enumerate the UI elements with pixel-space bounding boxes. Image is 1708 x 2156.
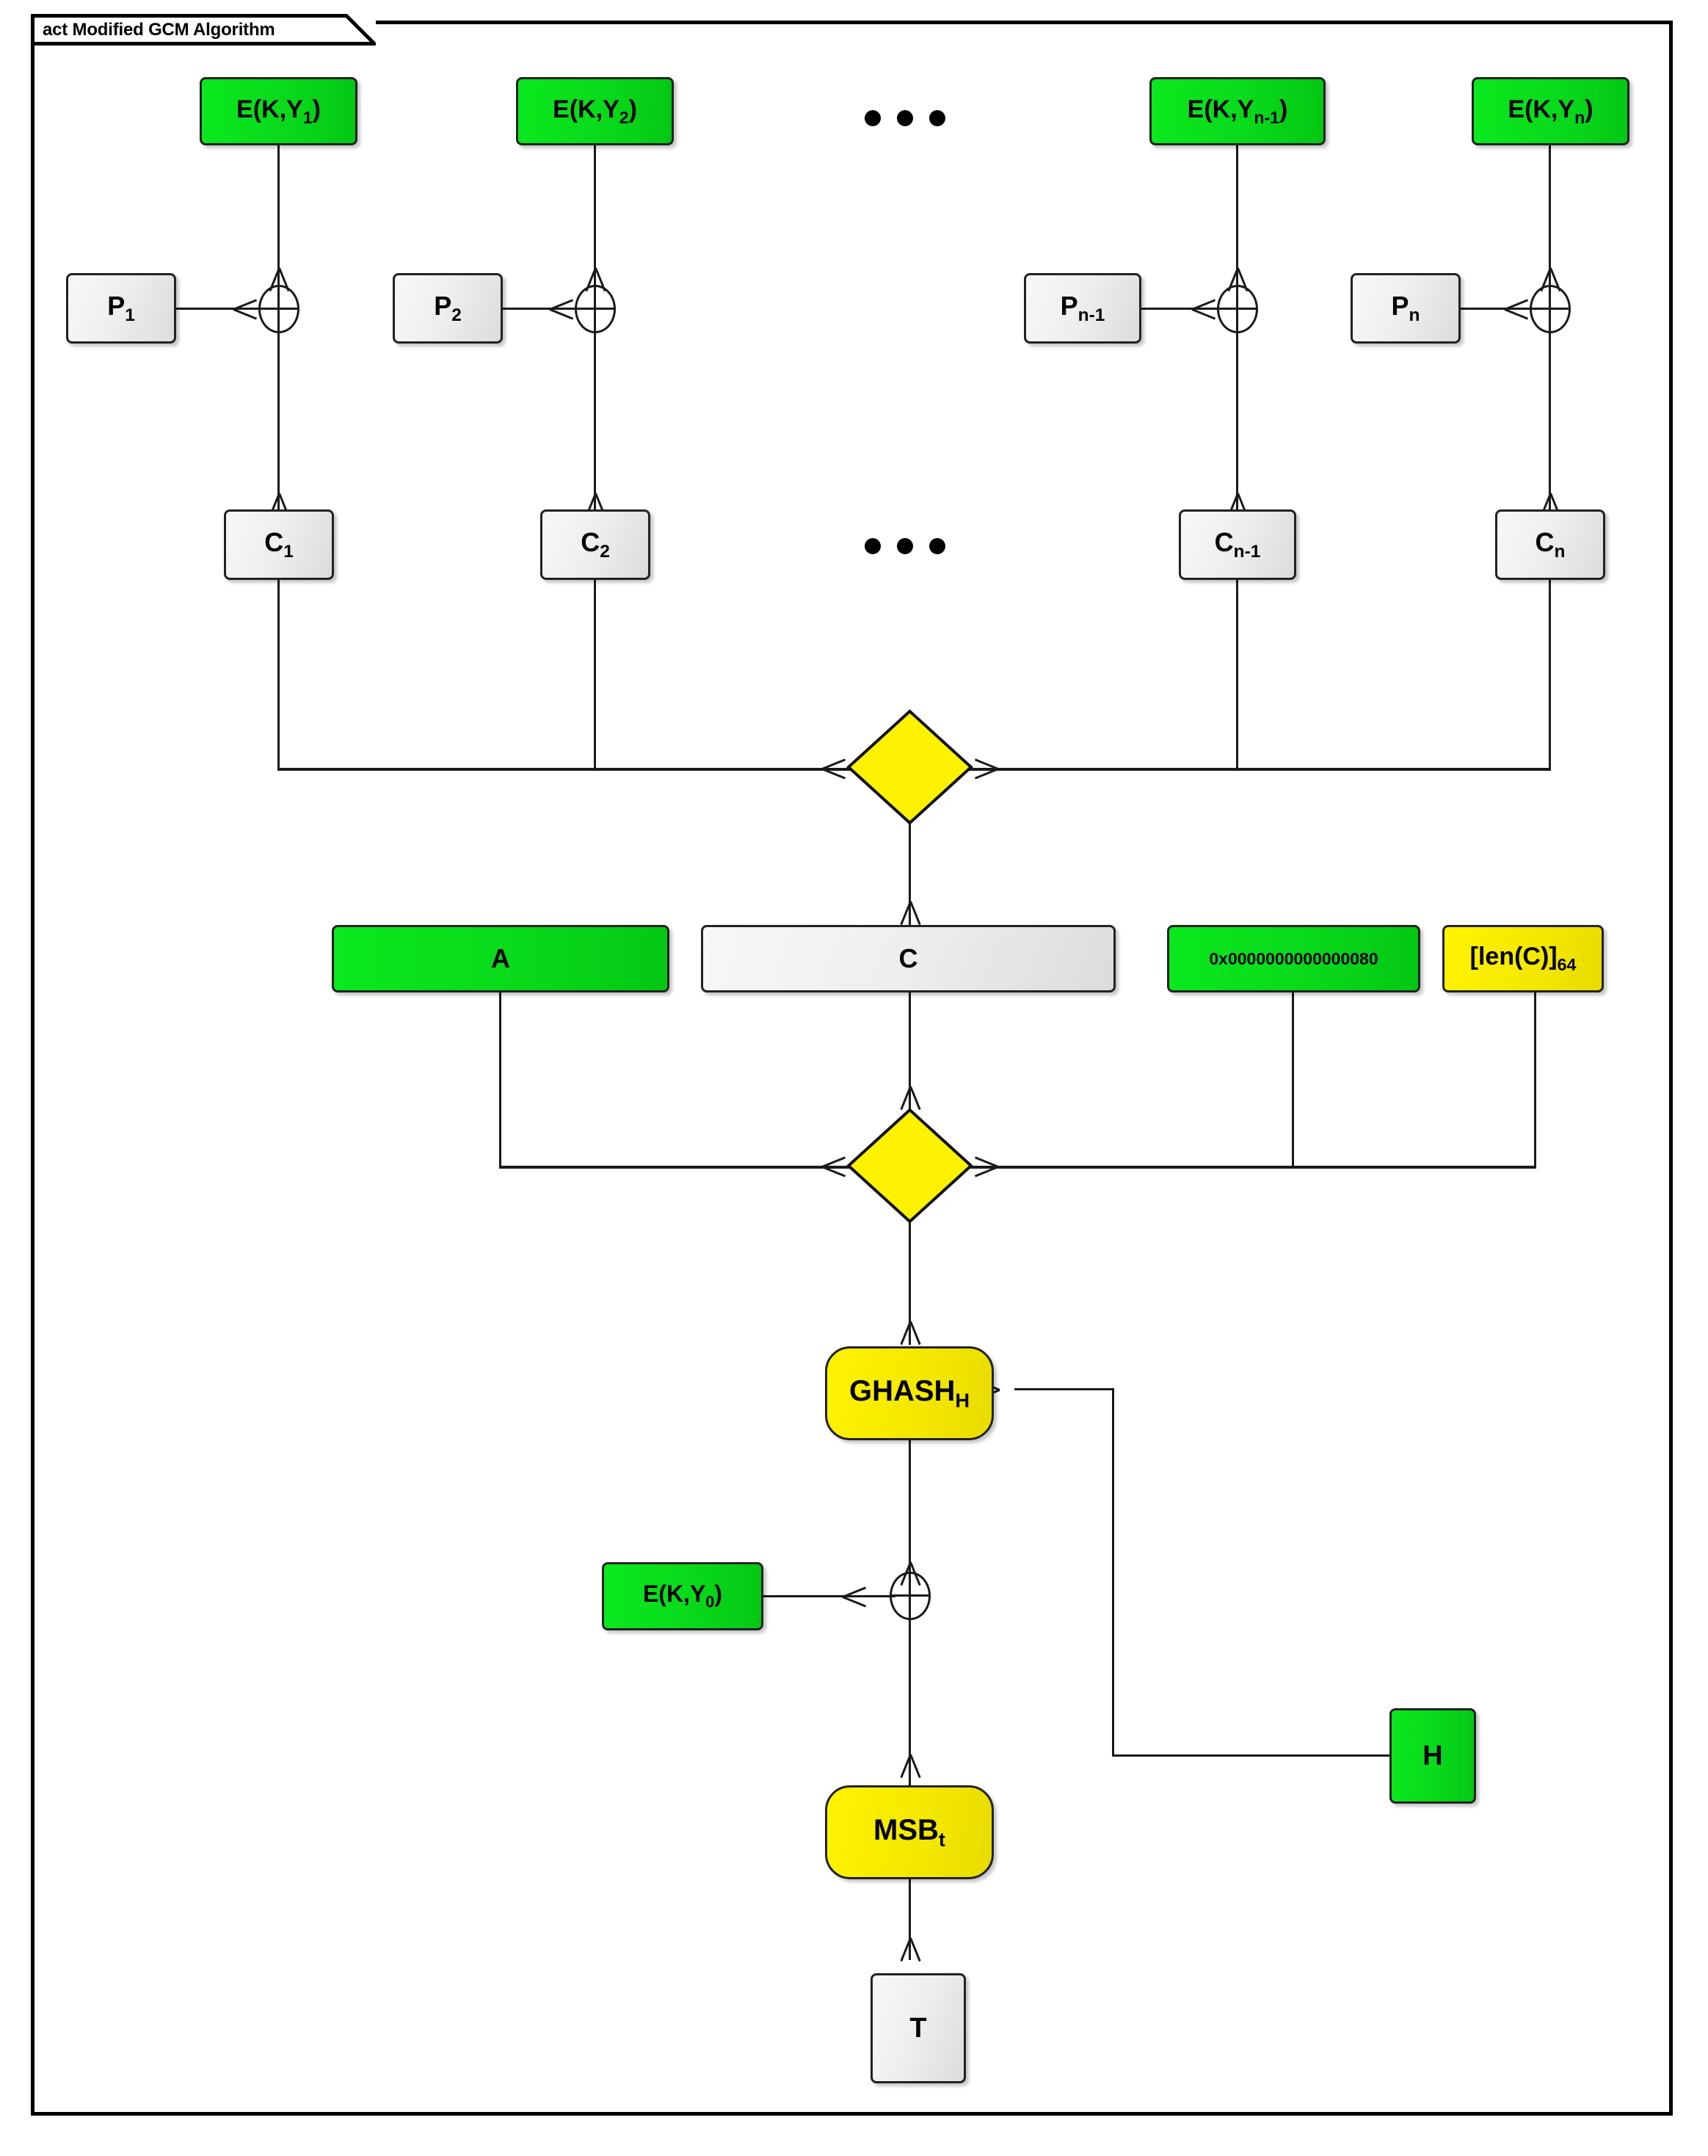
xor-vertical-bar: [594, 285, 596, 333]
encrypt-block-2-label: E(K,Y2): [553, 95, 637, 127]
ellipsis-dot: [929, 538, 945, 554]
ellipsis-dot: [897, 110, 913, 126]
encrypt-block-1-label: E(K,Y1): [236, 95, 321, 127]
flow-xorn1-to-ciphertextn1: [1236, 333, 1238, 517]
ciphertext-block-n-minus-1-label: Cn-1: [1214, 526, 1261, 562]
ciphertext-block-n-label: Cn: [1535, 526, 1566, 562]
ciphertext-block-2[interactable]: C2: [540, 509, 650, 580]
flow-ciphertext1-down: [277, 580, 280, 769]
flow-ciphertext-all-down: [909, 992, 911, 1110]
ghash-activity[interactable]: GHASHH: [825, 1346, 994, 1440]
flow-H-to-riser: [1112, 1754, 1391, 1757]
flow-aad-down: [499, 992, 501, 1167]
xor-vertical-bar: [1549, 285, 1551, 333]
tag-output-label: T: [909, 2012, 927, 2044]
merge-node-ciphertext[interactable]: [846, 708, 974, 826]
ellipsis-dot: [865, 110, 881, 126]
ghash-input-ciphertext-label: C: [898, 943, 918, 973]
flow-ciphertext2-down: [594, 580, 596, 769]
encrypt-block-2[interactable]: E(K,Y2): [516, 77, 674, 145]
ciphertext-block-1[interactable]: C1: [224, 509, 334, 580]
xor-operator-n: [1530, 285, 1571, 333]
xor-vertical-bar: [1236, 285, 1238, 333]
ciphertext-block-n[interactable]: Cn: [1495, 509, 1605, 580]
flow-merge-to-ciphertext-all: [909, 822, 911, 925]
flow-final-xor-to-msb: [909, 1620, 911, 1785]
flow-msb-to-tag: [909, 1879, 911, 1960]
flow-padding-down: [1292, 992, 1294, 1167]
xor-operator-n-minus-1: [1217, 285, 1258, 333]
plaintext-block-n-minus-1-label: Pn-1: [1060, 290, 1105, 326]
ciphertext-block-1-label: C1: [264, 526, 294, 562]
ellipsis-dot: [929, 110, 945, 126]
flow-H-riser: [1112, 1388, 1114, 1757]
flow-xor1-to-ciphertext1: [277, 333, 280, 517]
encrypt-block-y0-label: E(K,Y0): [642, 1580, 723, 1611]
ghash-input-aad[interactable]: A: [332, 925, 669, 992]
plaintext-block-n[interactable]: Pn: [1351, 273, 1461, 344]
hash-subkey-H[interactable]: H: [1389, 1708, 1476, 1804]
encrypt-block-n-label: E(K,Yn): [1508, 95, 1593, 127]
merge-node-ghash-inputs[interactable]: [846, 1107, 974, 1224]
ellipsis-dot: [865, 538, 881, 554]
ghash-input-padding-label: 0x0000000000000080: [1209, 948, 1378, 968]
flow-H-into-ghash: [1014, 1388, 1114, 1390]
msb-activity[interactable]: MSBt: [825, 1785, 994, 1879]
hash-subkey-H-label: H: [1422, 1740, 1443, 1771]
encrypt-row-ellipsis: [865, 110, 945, 126]
encrypt-block-n[interactable]: E(K,Yn): [1472, 77, 1629, 145]
flow-plaintext1-to-xor1: [176, 308, 264, 310]
encrypt-block-n-minus-1[interactable]: E(K,Yn-1): [1149, 77, 1326, 145]
flow-merge2-to-ghash: [909, 1222, 911, 1345]
title-tab-shape: [31, 14, 376, 46]
flow-plaintext2-to-xor2: [503, 308, 591, 310]
ellipsis-dot: [897, 538, 913, 554]
plaintext-block-n-label: Pn: [1391, 290, 1420, 326]
flow-encrypt1-to-xor1: [277, 145, 280, 288]
flow-encryptn1-to-xorn1: [1236, 145, 1238, 288]
plaintext-block-2-label: P2: [434, 290, 462, 326]
xor-operator-2: [575, 285, 616, 333]
flow-ghash-to-final-xor: [909, 1440, 911, 1598]
flow-encrypt2-to-xor2: [594, 145, 596, 288]
xor-operator-1: [258, 285, 299, 333]
plaintext-block-1[interactable]: P1: [66, 273, 176, 344]
plaintext-block-1-label: P1: [107, 290, 135, 326]
flow-lenc-down: [1534, 992, 1536, 1167]
flow-ciphertextn-down: [1549, 580, 1551, 769]
encrypt-block-n-minus-1-label: E(K,Yn-1): [1187, 95, 1288, 127]
ghash-input-aad-label: A: [491, 943, 510, 973]
tag-output[interactable]: T: [871, 1973, 966, 2083]
flow-ciphertextn1-down: [1236, 580, 1238, 769]
flow-xor2-to-ciphertext2: [594, 333, 596, 517]
ghash-activity-label: GHASHH: [848, 1374, 970, 1412]
diagram-title-tab: act Modified GCM Algorithm: [31, 14, 376, 46]
encrypt-block-1[interactable]: E(K,Y1): [200, 77, 357, 145]
encrypt-block-y0[interactable]: E(K,Y0): [602, 1562, 763, 1630]
ciphertext-block-2-label: C2: [581, 526, 610, 562]
flow-encryptn-to-xorn: [1549, 145, 1551, 288]
diagram-title-label: act Modified GCM Algorithm: [43, 20, 275, 40]
xor-vertical-bar: [277, 285, 280, 333]
ghash-input-lenc[interactable]: [len(C)]64: [1442, 925, 1604, 992]
flow-xorn-to-ciphertextn: [1549, 333, 1551, 517]
ghash-input-lenc-label: [len(C)]64: [1469, 943, 1577, 974]
plaintext-block-n-minus-1[interactable]: Pn-1: [1024, 273, 1141, 344]
ciphertext-block-n-minus-1[interactable]: Cn-1: [1179, 509, 1296, 580]
xor-vertical-bar: [909, 1572, 911, 1620]
flow-ekY0-to-final-xor: [763, 1595, 895, 1597]
flow-ghash-input-join-bus: [499, 1166, 1536, 1169]
ghash-input-padding[interactable]: 0x0000000000000080: [1167, 925, 1420, 992]
plaintext-block-2[interactable]: P2: [393, 273, 503, 344]
ciphertext-row-ellipsis: [865, 538, 945, 554]
ghash-input-ciphertext[interactable]: C: [701, 925, 1116, 992]
msb-activity-label: MSBt: [873, 1813, 945, 1851]
flow-plaintextn1-to-xorn1: [1141, 308, 1237, 310]
xor-operator-final: [890, 1572, 931, 1620]
